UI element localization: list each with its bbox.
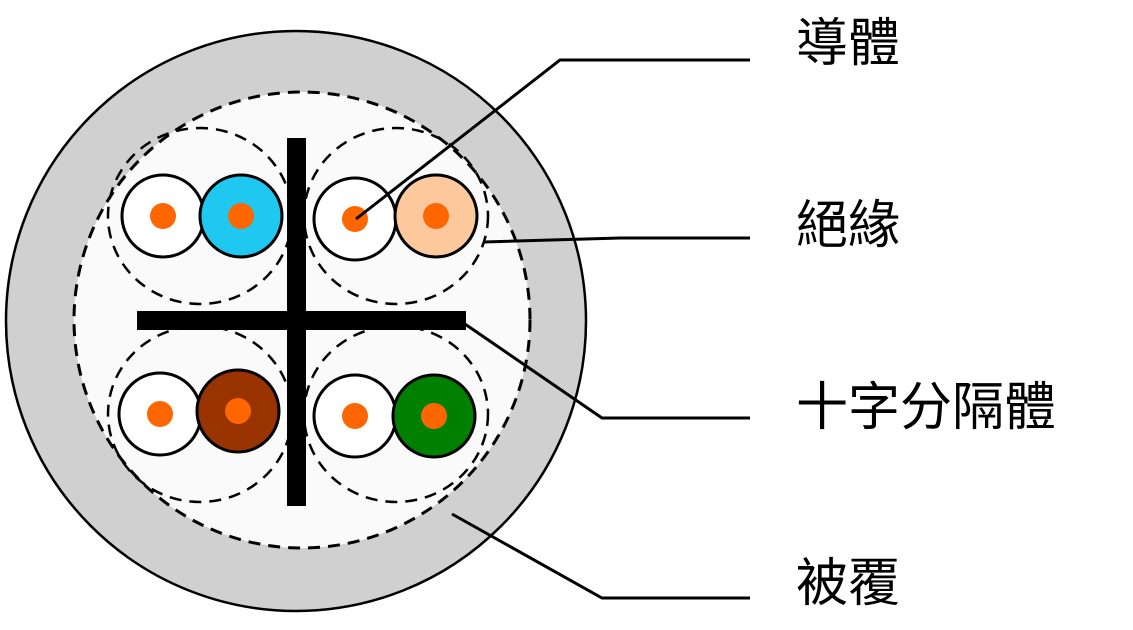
conductor-core [228,203,254,229]
conductor-core [342,403,368,429]
label-cross-separator: 十字分隔體 [796,378,1057,438]
cross-separator-horizontal [137,311,466,330]
leader-line-conductor [355,58,750,221]
conductor-core [147,401,173,427]
conductor-core [225,398,251,424]
leader-line-cross-separator [461,320,750,420]
conductor-core [342,206,368,232]
label-jacket: 被覆 [796,554,901,614]
conductor-core [423,203,449,229]
conductor-core [150,203,176,229]
label-insulation: 絕緣 [796,196,901,256]
conductor-core [421,403,447,429]
leader-line-insulation [483,236,750,244]
label-conductor: 導體 [796,14,901,74]
leader-line-jacket [451,512,750,600]
